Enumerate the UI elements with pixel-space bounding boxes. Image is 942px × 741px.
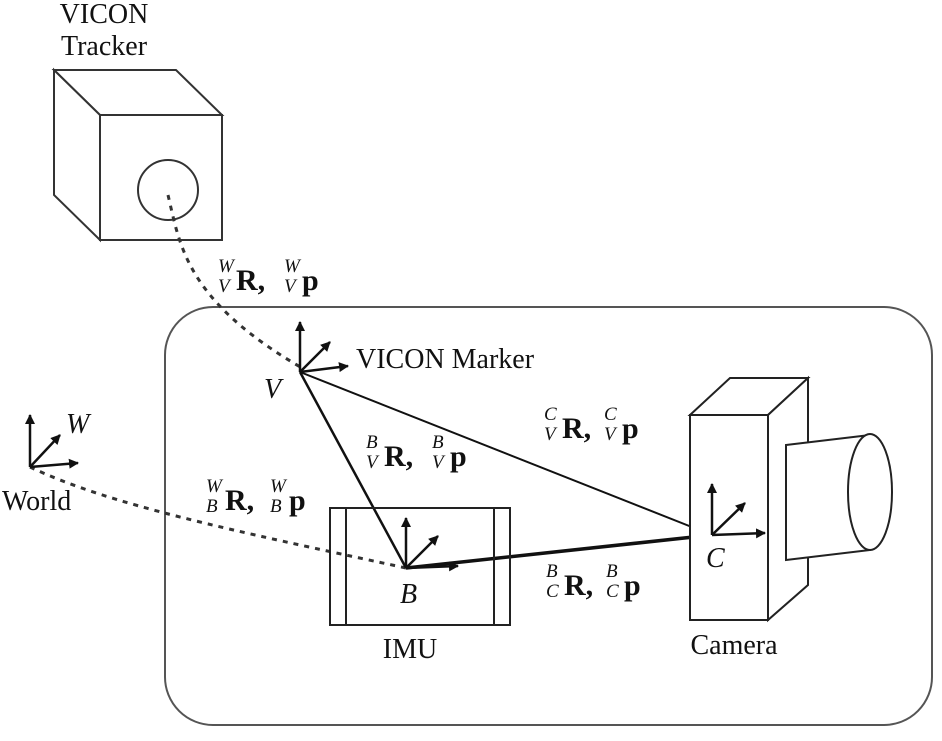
world-imu-p-sup: W bbox=[270, 476, 288, 497]
marker-camera-r: R, bbox=[562, 412, 591, 445]
imu-label: IMU bbox=[383, 634, 437, 665]
imu-box bbox=[329, 507, 511, 626]
imu-camera-p: p bbox=[624, 569, 641, 602]
world-imu-r: R, bbox=[225, 484, 254, 517]
marker-imu-r-sup: B bbox=[366, 432, 378, 453]
vicon-tracker-icon bbox=[51, 67, 225, 243]
transform-world-imu: W B R, W B p bbox=[206, 476, 306, 517]
imu-frame-label: B bbox=[400, 579, 417, 610]
marker-imu-p: p bbox=[450, 440, 467, 473]
world-imu-r-sub: B bbox=[206, 496, 218, 517]
imu-camera-r: R, bbox=[564, 569, 593, 602]
world-imu-p: p bbox=[289, 484, 306, 517]
camera-icon bbox=[687, 375, 893, 623]
marker-camera-p-sub: V bbox=[604, 424, 618, 445]
world-marker-p-sub: V bbox=[284, 276, 298, 297]
transform-marker-camera: C V R, C V p bbox=[544, 404, 639, 445]
camera-label: Camera bbox=[690, 630, 778, 661]
marker-camera-link bbox=[299, 371, 713, 536]
world-imu-p-sub: B bbox=[270, 496, 282, 517]
marker-camera-p-sup: C bbox=[604, 404, 617, 425]
marker-imu-r-sub: V bbox=[366, 452, 380, 473]
marker-camera-p: p bbox=[622, 412, 639, 445]
rig-enclosure bbox=[164, 306, 933, 726]
marker-camera-r-sub: V bbox=[544, 424, 558, 445]
marker-imu-p-sup: B bbox=[432, 432, 444, 453]
marker-frame-label: V bbox=[264, 374, 284, 405]
imu-camera-p-sub: C bbox=[606, 581, 619, 602]
world-imu-r-sup: W bbox=[206, 476, 224, 497]
marker-imu-r: R, bbox=[384, 440, 413, 473]
marker-imu-p-sub: V bbox=[432, 452, 446, 473]
world-label: World bbox=[2, 486, 71, 517]
world-frame-label: W bbox=[66, 409, 92, 440]
imu-axes-icon bbox=[401, 517, 459, 572]
tracker-label-line2: Tracker bbox=[61, 31, 148, 62]
imu-camera-r-sub: C bbox=[546, 581, 559, 602]
imu-camera-link bbox=[405, 533, 713, 570]
marker-imu-link bbox=[298, 371, 408, 569]
camera-frame-label: C bbox=[706, 543, 725, 574]
camera-axes-icon bbox=[707, 483, 766, 539]
marker-axes-icon bbox=[295, 321, 349, 374]
world-marker-r-sup: W bbox=[218, 256, 236, 277]
transform-imu-camera: B C R, B C p bbox=[546, 561, 641, 602]
world-axes-icon bbox=[25, 414, 79, 469]
world-marker-r: R, bbox=[236, 264, 265, 297]
tracker-label-line1: VICON bbox=[60, 0, 149, 30]
marker-label: VICON Marker bbox=[356, 344, 535, 375]
imu-camera-r-sup: B bbox=[546, 561, 558, 582]
world-marker-r-sub: V bbox=[218, 276, 232, 297]
world-marker-p: p bbox=[302, 264, 319, 297]
imu-camera-p-sup: B bbox=[606, 561, 618, 582]
world-imu-link bbox=[29, 465, 407, 570]
transform-marker-imu: B V R, B V p bbox=[366, 432, 467, 473]
world-marker-p-sup: W bbox=[284, 256, 302, 277]
transform-world-marker: W V R, W V p bbox=[218, 256, 319, 297]
marker-camera-r-sup: C bbox=[544, 404, 557, 425]
